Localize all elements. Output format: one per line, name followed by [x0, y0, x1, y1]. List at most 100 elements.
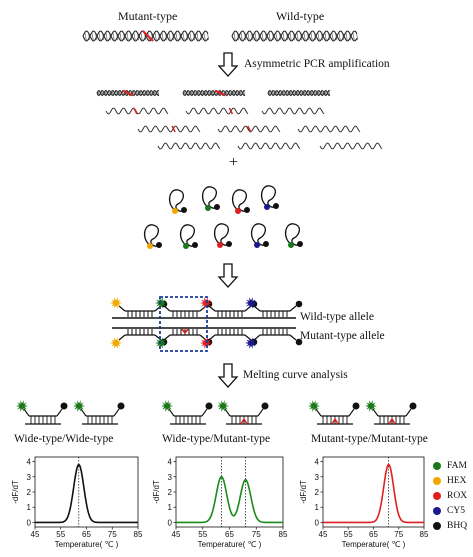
legend-label: HEX: [447, 476, 467, 486]
x-tick-label: 85: [134, 530, 143, 539]
chart-frame: [322, 456, 425, 528]
mutation-site: [214, 89, 226, 97]
legend-item-bhq: BHQ: [433, 521, 467, 531]
melt-probe-ww-1: [16, 400, 68, 425]
free-probe-9: [284, 223, 303, 248]
free-probe-8: [250, 223, 269, 248]
y-tick-label: 4: [168, 458, 173, 467]
step-melting-curve: Melting curve analysis: [243, 369, 348, 381]
ssdna-4: [137, 125, 201, 133]
y-tick-label: 2: [27, 488, 32, 497]
legend-swatch: [433, 462, 441, 470]
down-arrow-1: [217, 52, 239, 77]
y-tick-label: 2: [315, 488, 320, 497]
ssdna-2: [185, 107, 249, 115]
mutation-site: [122, 89, 134, 97]
x-axis-label: Temperature( ℃ ): [342, 540, 406, 549]
x-tick-label: 65: [225, 530, 234, 539]
ssdna-3: [261, 107, 325, 115]
bound-probe-wt-3: [200, 297, 258, 317]
genotype-label-2: Wide-type/Mutant-type: [162, 433, 271, 445]
melting-curve: [35, 463, 138, 524]
y-tick-label: 3: [168, 473, 173, 482]
amplicon-1: [96, 89, 160, 97]
melt-probe-mm-1: [308, 400, 360, 425]
melting-curve: [323, 463, 424, 524]
melt-probe-mm-2: [365, 400, 417, 425]
x-tick-label: 45: [31, 530, 40, 539]
ssdna-8: [237, 142, 301, 150]
legend-item-rox: ROX: [433, 491, 467, 501]
legend-swatch: [433, 507, 441, 515]
y-axis-label: -dF/dT: [11, 480, 20, 504]
chart-frame: [175, 456, 284, 528]
y-tick-label: 1: [315, 503, 320, 512]
x-tick-label: 45: [319, 530, 328, 539]
mutation-site: [142, 30, 154, 42]
x-tick-label: 85: [279, 530, 288, 539]
bound-probe-wt-2: [155, 297, 213, 317]
wild-type-dna: [231, 30, 359, 42]
legend-swatch: [433, 522, 441, 530]
x-tick-label: 65: [369, 530, 378, 539]
mutant-type-allele-label: Mutant-type allele: [300, 330, 385, 342]
wild-type-allele-label: Wild-type allele: [300, 311, 374, 323]
y-tick-label: 0: [27, 518, 32, 527]
legend-swatch: [433, 492, 441, 500]
mutant-type-title: Mutant-type: [118, 9, 178, 23]
free-probe-2: [201, 186, 220, 211]
y-tick-label: 4: [27, 458, 32, 467]
x-tick-label: 55: [56, 530, 65, 539]
melt-probe-wm-1: [161, 400, 213, 425]
melt-probe-ww-2: [73, 400, 125, 425]
chart-frame: [34, 456, 139, 528]
x-axis-label: Temperature( ℃ ): [198, 540, 262, 549]
melt-probe-wm-2: [217, 400, 269, 425]
down-arrow-3: [217, 363, 239, 388]
wild-type-title: Wild-type: [276, 9, 325, 23]
highlight-box: [159, 296, 208, 352]
ssdna-1: [105, 107, 169, 115]
mutant-type-dna: [82, 30, 210, 42]
melting-curve: [176, 475, 283, 524]
plus-sign: +: [229, 154, 239, 171]
down-arrow-2: [217, 263, 239, 288]
legend-item-cy5: CY5: [433, 506, 465, 516]
free-probe-1: [168, 189, 187, 214]
ssdna-9: [319, 142, 383, 150]
ssdna-6: [297, 125, 361, 133]
x-tick-label: 75: [108, 530, 117, 539]
legend-item-hex: HEX: [433, 476, 467, 486]
legend-label: BHQ: [447, 521, 468, 531]
melting-chart-1: 45 55 65 75 85 0 1 2 3 4 -dF/dT Temperature( ℃ ): [11, 456, 143, 549]
legend-swatch: [433, 477, 441, 485]
ssdna-5: [217, 125, 281, 133]
x-tick-label: 75: [394, 530, 403, 539]
y-axis-label: -dF/dT: [299, 480, 308, 504]
legend-label: ROX: [447, 491, 468, 501]
x-tick-label: 55: [198, 530, 207, 539]
bound-probe-wt-1: [110, 297, 168, 317]
y-tick-label: 1: [27, 503, 32, 512]
x-tick-label: 75: [252, 530, 261, 539]
y-tick-label: 4: [315, 458, 320, 467]
y-tick-label: 3: [315, 473, 320, 482]
ssdna-7: [157, 142, 221, 150]
y-axis-label: -dF/dT: [152, 480, 161, 504]
bound-probe-wt-4: [245, 297, 303, 317]
free-probe-6: [179, 224, 198, 249]
free-probe-3: [231, 189, 250, 214]
bound-probe-mt-1: [110, 329, 168, 349]
legend-label: CY5: [447, 506, 465, 516]
bound-probe-mt-4: [245, 329, 303, 349]
free-probe-7: [213, 223, 232, 248]
amplicon-2: [182, 89, 246, 97]
legend-item-fam: FAM: [433, 461, 467, 471]
x-axis-label: Temperature( ℃ ): [55, 540, 119, 549]
step-asymmetric-pcr: Asymmetric PCR amplification: [244, 58, 390, 70]
y-tick-label: 3: [27, 473, 32, 482]
x-tick-label: 65: [82, 530, 91, 539]
